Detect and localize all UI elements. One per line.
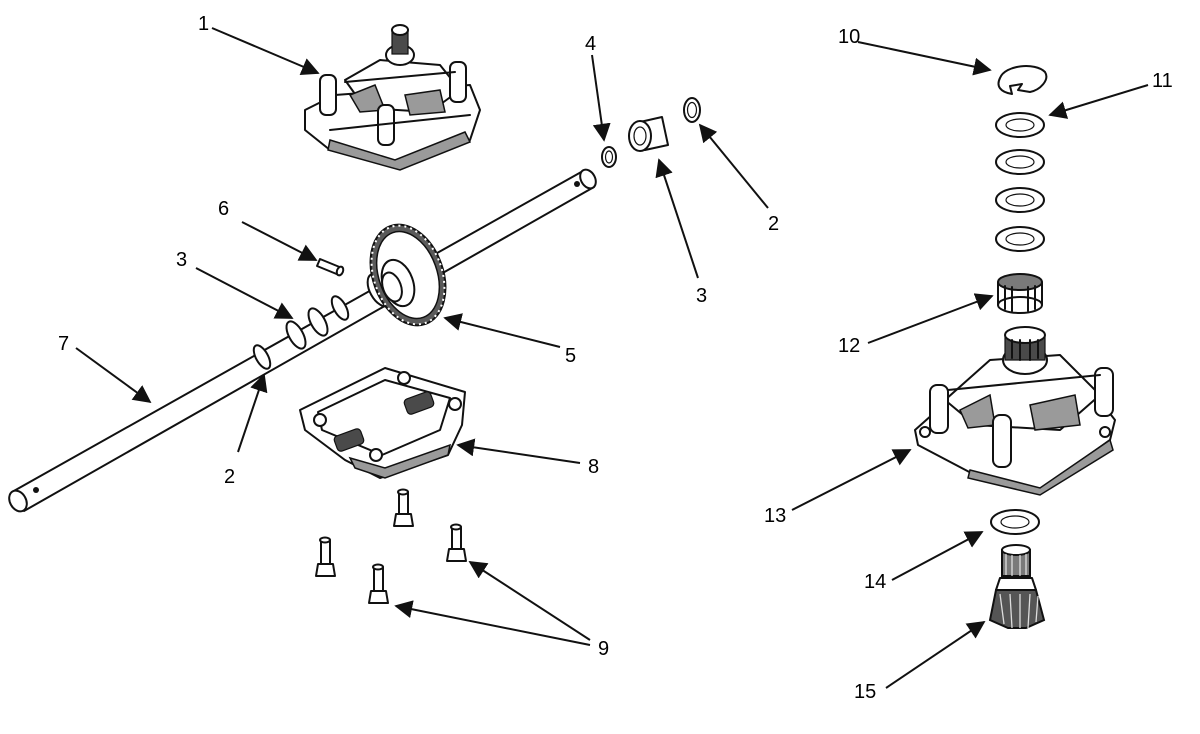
callout-3-upper: 3 [696, 285, 707, 307]
washer-stack-part-11 [995, 112, 1045, 252]
leader-12 [867, 293, 994, 344]
callout-4: 4 [585, 33, 596, 55]
washer-part-14 [990, 509, 1040, 535]
leader-9-b [394, 600, 591, 646]
bolt-part-9-a [393, 488, 414, 527]
callout-5: 5 [565, 345, 576, 367]
callout-12: 12 [838, 335, 860, 357]
pin-part-6 [316, 258, 345, 277]
bushing-part-3-upper [628, 116, 669, 152]
pinion-housing-part-13 [914, 326, 1116, 496]
axle-shaft-part-7 [8, 168, 597, 513]
needle-bearing-part-12 [997, 273, 1043, 314]
leader-8 [456, 438, 581, 464]
callout-2-lower: 2 [224, 466, 235, 488]
leader-9-a [468, 561, 591, 641]
callout-3-lower: 3 [176, 249, 187, 271]
leader-14 [891, 531, 984, 581]
lower-housing-part-8 [299, 367, 466, 479]
leader-15 [885, 620, 986, 689]
leader-10 [857, 41, 992, 76]
washer-part-4 [601, 146, 617, 168]
leader-lines [75, 27, 1149, 689]
leader-3-lower [195, 267, 294, 319]
callout-6: 6 [218, 198, 229, 220]
e-clip-part-10 [997, 65, 1048, 95]
leader-7 [75, 347, 152, 404]
callout-8: 8 [588, 456, 599, 478]
bolt-part-9-d [368, 563, 389, 604]
bolt-part-9-c [315, 536, 336, 577]
pinion-gear-part-15 [988, 544, 1046, 629]
leader-1 [211, 27, 320, 75]
callout-15: 15 [854, 681, 876, 703]
callout-1: 1 [198, 13, 209, 35]
leader-11 [1048, 84, 1149, 119]
leader-6 [241, 221, 318, 261]
upper-housing-part-1 [304, 24, 481, 171]
leader-4 [591, 54, 611, 142]
leader-3-upper [655, 158, 699, 279]
leader-2-lower [237, 373, 268, 453]
bolt-part-9-b [446, 523, 467, 562]
callout-9: 9 [598, 638, 609, 660]
bevel-gear-part-5 [369, 223, 447, 327]
washer-part-2-upper [683, 97, 701, 123]
leader-2-upper [698, 123, 769, 209]
callout-14: 14 [864, 571, 886, 593]
callout-2-upper: 2 [768, 213, 779, 235]
callout-13: 13 [764, 505, 786, 527]
callout-7: 7 [58, 333, 69, 355]
leader-13 [791, 449, 912, 511]
leader-5 [443, 313, 561, 348]
callout-10: 10 [838, 26, 860, 48]
callout-labels: 1 2 2 3 3 4 5 6 7 8 9 10 11 12 13 14 15 [58, 13, 1173, 703]
callout-11: 11 [1152, 70, 1173, 92]
